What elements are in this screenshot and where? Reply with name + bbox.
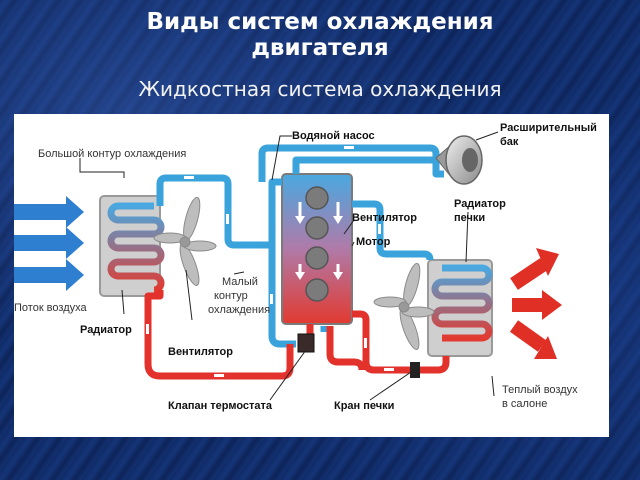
cold-flow-markers <box>184 146 381 304</box>
radiator <box>99 195 165 297</box>
label-heater-radiator-line-2: печки <box>454 212 486 224</box>
label-big-circuit: Большой контур охлаждения <box>38 148 187 160</box>
expansion-tank <box>435 135 483 185</box>
label-expansion-tank-line-1: Расширительный <box>500 122 597 134</box>
cooling-diagram-svg <box>14 131 562 401</box>
label-radiator-fan: Вентилятор <box>168 346 233 358</box>
label-small-circuit-line-1: Малый <box>222 276 258 288</box>
radiator-fan <box>153 196 217 286</box>
label-motor: Мотор <box>356 236 391 248</box>
label-expansion-tank-line-2: бак <box>500 136 519 148</box>
label-small-circuit-line-2: контур <box>214 290 248 302</box>
heater-tap <box>410 362 420 378</box>
engine-block <box>281 173 353 325</box>
heater-radiator <box>427 259 493 357</box>
slide-title-line-1: Виды систем охлаждения <box>146 9 494 35</box>
air-inflow-arrows <box>14 196 84 291</box>
label-water-pump: Водяной насос <box>292 130 375 142</box>
label-air-flow: Поток воздуха <box>14 302 87 314</box>
warm-air-arrows <box>509 248 562 359</box>
label-heater-radiator-line-1: Радиатор <box>454 198 506 210</box>
label-warm-air-line-1: Теплый воздух <box>502 384 578 396</box>
cooling-diagram: Водяной насос Расширительный бак Большой… <box>14 114 609 437</box>
label-warm-air-line-2: в салоне <box>502 398 548 410</box>
leader-lines <box>79 131 499 401</box>
label-small-circuit-line-3: охлаждения <box>208 304 271 316</box>
heater-fan <box>373 262 435 350</box>
label-heater-tap: Кран печки <box>334 400 395 412</box>
label-engine-fan: Вентилятор <box>352 212 417 224</box>
label-thermostat-valve: Клапан термостата <box>168 400 273 412</box>
slide-subtitle: Жидкостная система охлаждения <box>138 77 502 101</box>
cold-pipes <box>156 144 444 348</box>
thermostat-valve <box>297 333 315 353</box>
hot-flow-markers <box>146 324 394 377</box>
slide-title-line-2: двигателя <box>251 35 389 61</box>
label-radiator: Радиатор <box>80 324 132 336</box>
